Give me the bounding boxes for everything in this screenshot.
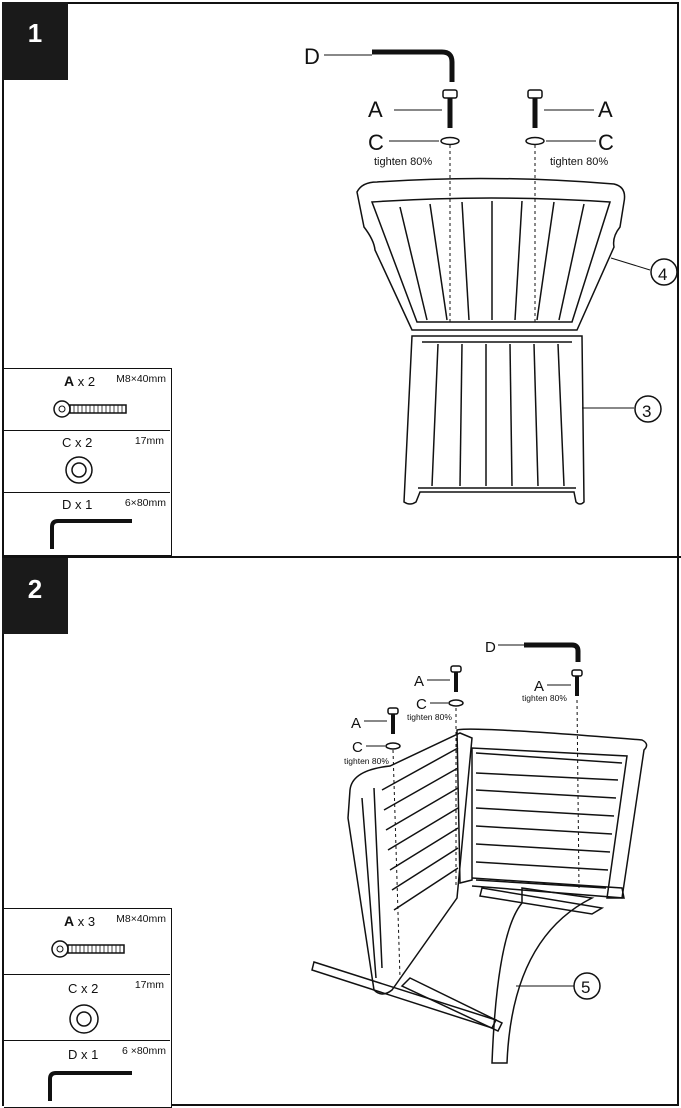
- label-d: D: [485, 639, 496, 656]
- step-1-panel: 1: [2, 2, 681, 556]
- part-d-count: x 1: [77, 1047, 99, 1062]
- curved-leg-part-5: [491, 887, 595, 1064]
- label-c-right: C: [598, 130, 614, 155]
- part-d-letter: D: [68, 1047, 78, 1062]
- seat-frame-part-3: [403, 335, 634, 505]
- washer-2-icon: [385, 742, 401, 750]
- part-d-cell: D x 1 6 ×80mm: [4, 1041, 170, 1107]
- allen-key-icon: [50, 519, 132, 549]
- part-5-circle: [573, 972, 601, 1000]
- part-d-size: 6 ×80mm: [121, 1045, 166, 1057]
- arm-frame: [347, 732, 473, 995]
- part-c-letter: C: [68, 981, 78, 996]
- part-a-size: M8×40mm: [116, 373, 166, 385]
- bolt-1-icon: [427, 665, 462, 692]
- part-a-count: x 2: [74, 374, 96, 389]
- part-a-size: M8×40mm: [116, 913, 166, 925]
- allen-key-icon: [498, 642, 581, 662]
- washer-1-icon: [448, 699, 464, 707]
- step-2-number: 2: [27, 574, 43, 604]
- step-1-badge: 1: [2, 2, 68, 80]
- washer-left-icon: [389, 136, 460, 146]
- part-d-count: x 1: [71, 497, 93, 512]
- label-c2: C: [352, 739, 363, 756]
- bolt-right-icon: [527, 89, 594, 128]
- part-c-letter: C: [62, 435, 72, 450]
- part-a-letter: A: [64, 373, 75, 389]
- part-a-letter: A: [64, 913, 75, 929]
- washer-icon: [65, 456, 93, 484]
- part-c-cell: C x 2 17mm: [4, 975, 170, 1041]
- bolt-icon: [51, 940, 125, 958]
- back-panel: [456, 728, 648, 899]
- label-a-right: A: [598, 97, 613, 122]
- bolt-left-icon: [394, 89, 458, 128]
- part-c-size: 17mm: [134, 435, 164, 447]
- step-1-number: 1: [27, 18, 43, 48]
- tighten-2: tighten 80%: [522, 693, 567, 703]
- part-d-cell: D x 1 6×80mm: [4, 493, 170, 555]
- part-c-count: x 2: [71, 435, 93, 450]
- label-d: D: [304, 44, 320, 69]
- bolt-2-icon: [547, 669, 583, 696]
- allen-key-icon: [324, 49, 455, 82]
- seat-rail: [400, 977, 504, 1032]
- allen-key-icon: [48, 1071, 132, 1101]
- label-a3: A: [351, 715, 361, 732]
- tighten-right: tighten 80%: [550, 156, 608, 168]
- bolt-3-icon: [364, 707, 399, 734]
- part-3-number: 3: [642, 402, 651, 421]
- step-1-parts-box: A x 2 M8×40mm C x 2 17mm D x 1 6×80mm: [4, 368, 172, 556]
- part-c-cell: C x 2 17mm: [4, 431, 170, 493]
- step-2-parts-box: A x 3 M8×40mm C x 2 17mm D x 1 6 ×80mm: [4, 908, 172, 1108]
- step-2-panel: 2: [2, 556, 681, 1108]
- part-a-cell: A x 3 M8×40mm: [4, 909, 170, 975]
- label-a-left: A: [368, 97, 383, 122]
- part-c-size: 17mm: [134, 979, 164, 991]
- step-2-diagram: D A A A C C tighten 80% tighten 80% tigh…: [311, 639, 648, 1064]
- tighten-3: tighten 80%: [344, 756, 389, 766]
- label-a1: A: [414, 673, 424, 690]
- part-a-count: x 3: [74, 914, 96, 929]
- part-5-number: 5: [581, 978, 590, 997]
- back-panel-part-4: [356, 177, 651, 331]
- washer-icon: [69, 1004, 99, 1034]
- label-c-left: C: [368, 130, 384, 155]
- part-d-size: 6×80mm: [124, 497, 166, 509]
- part-d-letter: D: [62, 497, 72, 512]
- part-a-cell: A x 2 M8×40mm: [4, 369, 170, 431]
- bolt-icon: [53, 400, 127, 418]
- part-4-number: 4: [658, 265, 667, 284]
- step-2-badge: 2: [2, 558, 68, 634]
- step-1-diagram: D A A C C tighten 80% tighten 80% 4 3: [304, 44, 678, 505]
- tighten-1: tighten 80%: [407, 712, 452, 722]
- part-4-circle: [650, 258, 678, 286]
- washer-right-icon: [525, 136, 596, 146]
- label-c1: C: [416, 696, 427, 713]
- label-a2: A: [534, 678, 544, 695]
- tighten-left: tighten 80%: [374, 156, 432, 168]
- part-3-circle: [634, 395, 662, 423]
- part-c-count: x 2: [77, 981, 99, 996]
